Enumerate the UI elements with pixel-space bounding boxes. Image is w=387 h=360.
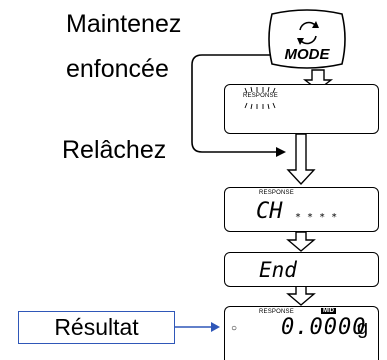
display-end-text: End	[259, 258, 297, 282]
display-ch-text: CH	[256, 199, 283, 224]
mode-key-label: MODE	[285, 46, 331, 63]
display-step2: RESPONSE CH * * * *	[224, 187, 379, 232]
display-asterisks: * * * *	[295, 212, 338, 223]
display-step3: End	[224, 252, 379, 287]
result-pointer-arrowhead	[211, 322, 220, 332]
step-arrow-3	[286, 231, 316, 252]
display-step1: RESPONSE	[224, 84, 379, 134]
hold-instruction-line2: enfoncée	[66, 55, 169, 83]
stable-mark-icon: ○	[231, 323, 238, 334]
display-value: 0.0000	[281, 315, 367, 340]
display-unit: g	[357, 317, 369, 339]
response-indicator: RESPONSE	[259, 309, 294, 315]
mode-key[interactable]: MODE	[264, 6, 350, 72]
release-instruction: Relâchez	[62, 136, 167, 164]
hold-instruction-line1: Maintenez	[66, 10, 182, 38]
result-label: Résultat	[54, 314, 139, 340]
hold-bracket	[191, 54, 276, 153]
mid-badge: MID	[321, 308, 336, 314]
display-result: RESPONSE MID ○ 0.0000 g	[224, 306, 379, 360]
cycle-arrows-icon	[297, 21, 319, 45]
response-indicator-blinking: RESPONSE	[243, 93, 278, 99]
response-indicator: RESPONSE	[259, 190, 294, 196]
step-arrow-2	[286, 133, 316, 186]
result-label-box: Résultat	[18, 311, 175, 344]
bracket-arrowhead	[276, 147, 286, 157]
step-arrow-4	[286, 285, 316, 306]
blink-rays-icon	[244, 86, 276, 110]
